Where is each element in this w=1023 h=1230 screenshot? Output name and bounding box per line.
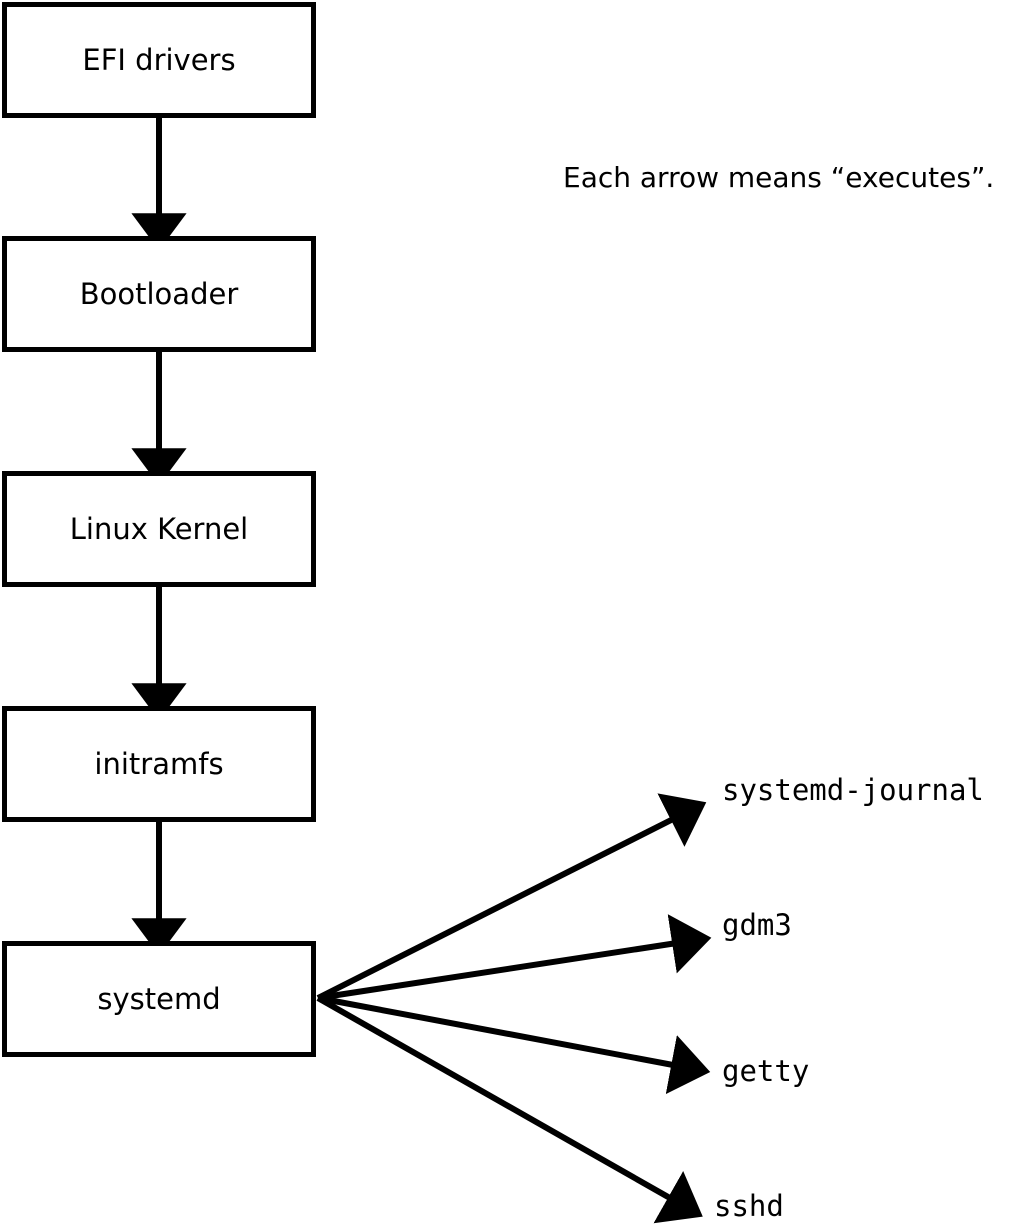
stage-label-bootloader: Bootloader [79, 276, 239, 311]
arrow-systemd-to-getty [317, 995, 711, 1095]
stage-box-linux-kernel[interactable]: Linux Kernel [2, 471, 316, 587]
stage-label-systemd: systemd [97, 981, 221, 1016]
stage-label-efi-drivers: EFI drivers [82, 42, 236, 77]
stage-box-systemd[interactable]: systemd [2, 941, 316, 1057]
stage-box-bootloader[interactable]: Bootloader [2, 236, 316, 352]
legend-note: Each arrow means “executes”. [563, 161, 995, 194]
service-label-systemd-journal: systemd-journal [722, 773, 984, 807]
stage-label-linux-kernel: Linux Kernel [69, 511, 249, 546]
stage-box-efi-drivers[interactable]: EFI drivers [2, 2, 316, 118]
stage-label-initramfs: initramfs [94, 746, 224, 781]
service-label-getty: getty [722, 1054, 810, 1088]
arrow-systemd-to-sshd [316, 995, 703, 1224]
stage-box-initramfs[interactable]: initramfs [2, 706, 316, 822]
service-label-gdm3: gdm3 [722, 908, 792, 942]
service-label-sshd: sshd [714, 1189, 784, 1223]
arrow-systemd-to-systemd-journal [316, 793, 707, 1001]
arrow-systemd-to-gdm3 [317, 914, 712, 1001]
service-arrows-group [316, 793, 712, 1224]
